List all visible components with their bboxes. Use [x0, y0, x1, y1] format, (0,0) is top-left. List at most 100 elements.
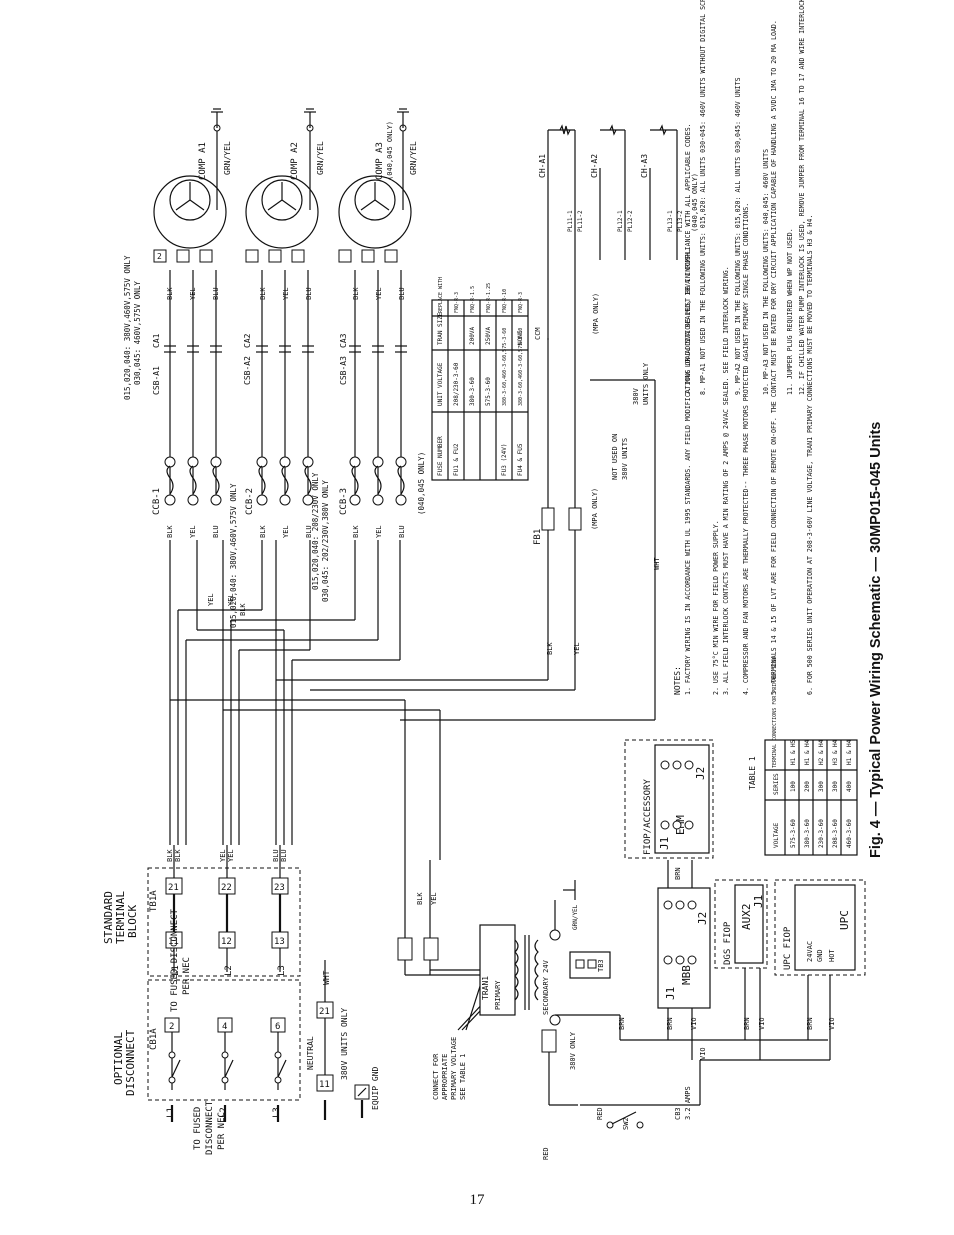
- svg-text:250VA: 250VA: [485, 327, 492, 345]
- ccb-3-label: CCB-3: [339, 488, 349, 515]
- svg-text:CB3: CB3: [674, 1107, 682, 1120]
- svg-text:300: 300: [818, 781, 825, 792]
- note-5: 5. TERMINALS 14 & 15 OF LVT ARE FOR FIEL…: [770, 20, 778, 695]
- svg-text:CONNECT FOR: CONNECT FOR: [432, 1053, 440, 1100]
- optional-disconnect: OPTIONAL DISCONNECT CB1A 2 4 6 L1 L2: [112, 979, 301, 1155]
- svg-text:L1: L1: [171, 965, 181, 976]
- tran1: [479, 924, 516, 1016]
- comp-a2-label: COMP A2: [290, 142, 300, 180]
- cb1a-outline: [147, 979, 301, 1101]
- fu3: [541, 1029, 557, 1053]
- fu4: [541, 507, 555, 531]
- svg-text:PL11-1: PL11-1: [567, 210, 574, 232]
- fb1-label: FB1: [533, 529, 543, 545]
- svg-text:WHT: WHT: [653, 557, 661, 570]
- svg-text:BLK: BLK: [166, 849, 174, 862]
- svg-text:L2: L2: [224, 965, 234, 976]
- note-11: 11. JUMPER PLUG REQUIRED WHEN WP NOT USE…: [786, 228, 794, 395]
- svg-text:H2 & H4: H2 & H4: [818, 739, 825, 765]
- svg-text:(MPA ONLY): (MPA ONLY): [591, 488, 599, 530]
- svg-text:GRN/YEL: GRN/YEL: [409, 141, 418, 175]
- cb1a-terminal-6: [270, 1017, 286, 1033]
- svg-text:NEUTRAL: NEUTRAL: [306, 1036, 315, 1070]
- svg-text:BRN: BRN: [666, 1017, 674, 1030]
- power-trunk: BLK BLK YEL YEL BLU BLU YEL YEL BLK: [166, 540, 661, 862]
- svg-text:12: 12: [221, 937, 232, 947]
- notes: NOTES: 1. FACTORY WIRING IS IN ACCORDANC…: [673, 0, 814, 695]
- svg-text:4: 4: [222, 1022, 227, 1032]
- svg-text:PL12-2: PL12-2: [627, 210, 634, 232]
- comp-a2: COMP A2 GRN/YEL: [245, 108, 325, 249]
- svg-text:VIO: VIO: [699, 1047, 707, 1060]
- svg-text:GRN/YEL: GRN/YEL: [223, 141, 232, 175]
- svg-text:SEE TABLE 1: SEE TABLE 1: [459, 1054, 467, 1100]
- svg-text:UPC FIOP: UPC FIOP: [783, 926, 793, 970]
- svg-text:380-3-60: 380-3-60: [804, 819, 811, 848]
- svg-text:2: 2: [157, 252, 162, 261]
- svg-text:UNITS ONLY: UNITS ONLY: [642, 362, 650, 405]
- svg-text:(040,045 ONLY): (040,045 ONLY): [386, 121, 394, 180]
- svg-text:380V: 380V: [632, 387, 640, 405]
- svg-text:CA1: CA1: [152, 333, 161, 348]
- opt-note-1: TO FUSED: [193, 1107, 203, 1150]
- figure-caption: Fig. 4 — Typical Power Wiring Schematic …: [868, 421, 884, 859]
- svg-text:BLK: BLK: [174, 849, 182, 862]
- svg-text:380V UNITS ONLY: 380V UNITS ONLY: [340, 1008, 349, 1080]
- note-8: 8. MP-A1 NOT USED IN THE FOLLOWING UNITS…: [699, 0, 707, 395]
- svg-text:PL13-2: PL13-2: [677, 210, 684, 232]
- svg-text:PRIMARY VOLTAGE: PRIMARY VOLTAGE: [450, 1037, 458, 1100]
- svg-text:YEL: YEL: [227, 593, 235, 606]
- page-number: 17: [469, 1192, 485, 1208]
- svg-text:YEL: YEL: [573, 642, 581, 655]
- ch-a1-label: CH-A1: [538, 154, 547, 178]
- upc-fiop-outline: [774, 879, 866, 976]
- standard-terminal-block: STANDARD TERMINAL BLOCK TB1A 11 21 12 22…: [102, 845, 301, 1012]
- svg-text:11: 11: [168, 937, 179, 947]
- tb-title-1: STANDARD: [102, 891, 115, 944]
- svg-text:J1: J1: [752, 895, 765, 908]
- cb1a-switches: 2 4 6: [164, 1017, 287, 1090]
- svg-text:CA3: CA3: [339, 333, 348, 348]
- svg-text:YEL: YEL: [282, 287, 290, 300]
- svg-text:YEL: YEL: [375, 525, 383, 538]
- svg-text:BLK: BLK: [546, 642, 554, 655]
- svg-text:TERMINAL CONNECTIONS FOR PRIMA: TERMINAL CONNECTIONS FOR PRIMARY SIDE: [772, 657, 778, 768]
- svg-text:GRN/YEL: GRN/YEL: [316, 141, 325, 175]
- svg-text:FUSE NUMBER: FUSE NUMBER: [437, 436, 444, 476]
- svg-text:GRN/YEL: GRN/YEL: [572, 904, 579, 930]
- svg-text:PRIMARY: PRIMARY: [494, 980, 502, 1010]
- optional-disconnect-title-1: OPTIONAL: [112, 1032, 125, 1085]
- opt-note-2: DISCONNECT: [205, 1100, 215, 1155]
- svg-text:VIO: VIO: [758, 1017, 766, 1030]
- comp-a3-label: COMP A3: [375, 142, 385, 180]
- svg-text:BRN: BRN: [806, 1017, 814, 1030]
- aux2-board: [734, 884, 764, 964]
- ccb-2-label: CCB-2: [245, 488, 255, 515]
- svg-text:BLK: BLK: [259, 525, 267, 538]
- svg-text:(040,045 ONLY): (040,045 ONLY): [417, 452, 426, 515]
- svg-text:BLU: BLU: [398, 287, 406, 300]
- opt-note-3: PER NEC: [217, 1112, 227, 1150]
- neutral-section: 11 21 WHT NEUTRAL 380V UNITS ONLY EQUIP …: [306, 960, 380, 1120]
- svg-text:CSB-A2: CSB-A2: [243, 356, 252, 385]
- svg-text:H1 & H4: H1 & H4: [804, 739, 811, 765]
- svg-text:(MPA ONLY): (MPA ONLY): [592, 293, 600, 335]
- fb1-ccm-section: FB1 (MPA ONLY) NOT USED ON 380V UNITS CC…: [533, 124, 699, 560]
- svg-text:VIO: VIO: [828, 1017, 836, 1030]
- svg-text:TRAN1: TRAN1: [481, 976, 490, 1000]
- compressors: COMP A1 GRN/YEL COMP A2 GRN/YEL: [153, 108, 418, 249]
- ccb-1-label: CCB-1: [152, 488, 162, 515]
- svg-text:BLU: BLU: [305, 287, 313, 300]
- mbb-pins: [663, 900, 697, 965]
- comp-a1-label: COMP A1: [198, 142, 208, 180]
- svg-text:FNQ-R-3: FNQ-R-3: [454, 292, 460, 313]
- note-3: 3. ALL FIELD INTERLOCK CONTACTS MUST HAV…: [722, 266, 730, 695]
- svg-text:RED: RED: [542, 1147, 550, 1160]
- svg-text:208/230-3-60: 208/230-3-60: [453, 362, 460, 406]
- svg-text:H3 & H4: H3 & H4: [832, 739, 839, 765]
- ch-a2-label: CH-A2: [590, 154, 599, 178]
- tb-note-1: TO FUSED DISCONNECT: [170, 908, 180, 1012]
- svg-text:300: 300: [832, 781, 839, 792]
- svg-text:CCM: CCM: [534, 327, 542, 340]
- svg-text:380-3-60,460-3-60,575-3-60: 380-3-60,460-3-60,575-3-60: [518, 328, 524, 406]
